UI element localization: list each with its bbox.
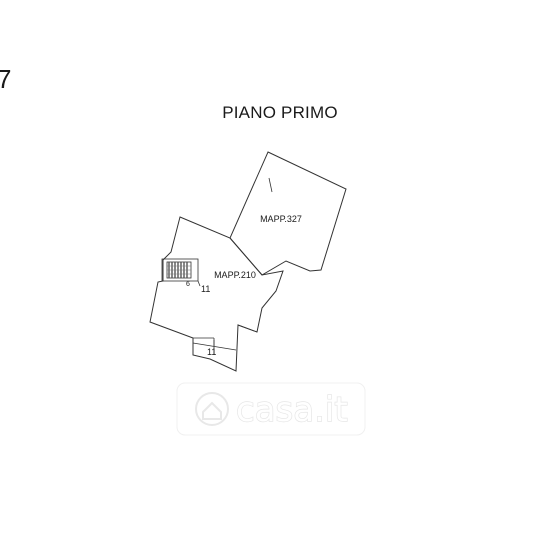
staircase: 6: [161, 258, 199, 288]
dimension-label-stair: 11: [201, 284, 210, 294]
mapp-210-outline: [149, 216, 284, 372]
casa-it-watermark: casa.it: [176, 382, 366, 436]
mapp-210-inner-lines: [192, 324, 258, 355]
stair-marker: 6: [186, 281, 190, 288]
plan-title: PIANO PRIMO: [222, 103, 338, 122]
room-label-mapp-210: MAPP.210: [214, 270, 256, 280]
corner-mark: 7: [0, 64, 11, 94]
dimension-tick-stair: [197, 280, 201, 287]
room-label-mapp-327: MAPP.327: [260, 214, 302, 224]
watermark-text: casa.it: [236, 390, 348, 430]
dimension-label-bottom: 11: [207, 347, 216, 357]
mapp-327-inner-line: [268, 177, 273, 193]
house-icon: [195, 392, 229, 426]
